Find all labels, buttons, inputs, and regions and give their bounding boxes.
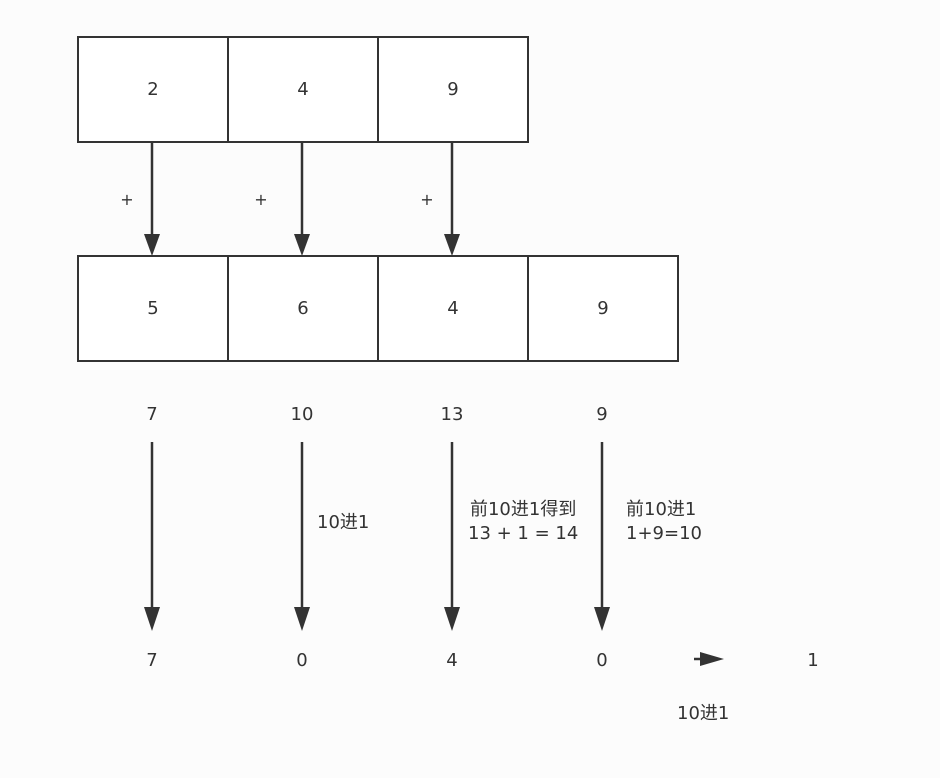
second-number-node-4: 9: [527, 255, 679, 362]
carry-note-col4: 前10进1 1+9=10: [626, 498, 702, 546]
node-value: 4: [447, 298, 459, 319]
second-number-node-2: 6: [227, 255, 379, 362]
result-digit-4: 0: [596, 650, 608, 671]
final-carry-note: 10进1: [677, 702, 729, 726]
plus-sign-col3: +: [420, 190, 434, 209]
carry-note-col2: 10进1: [317, 511, 369, 535]
final-carry-digit: 1: [807, 650, 819, 671]
carry-note-col3: 前10进1得到 13 + 1 = 14: [468, 498, 578, 546]
arrow-first-to-second-col3: [444, 143, 460, 256]
arrow-first-to-second-col1: [144, 143, 160, 256]
second-number-node-1: 5: [77, 255, 229, 362]
first-number-node-3: 9: [377, 36, 529, 143]
final-carry-note-text: 10进1: [677, 703, 730, 724]
first-number-node-1: 2: [77, 36, 229, 143]
result-digit-3: 4: [446, 650, 458, 671]
node-value: 6: [297, 298, 309, 319]
carry-note-text: 10进1: [317, 512, 370, 533]
carry-note-line2: 1+9=10: [626, 523, 702, 544]
arrow-final-carry: [694, 652, 724, 666]
column-sum-4: 9: [596, 404, 608, 425]
node-value: 9: [447, 79, 459, 100]
node-value: 9: [597, 298, 609, 319]
arrow-sum-to-result-col4: [594, 442, 610, 631]
node-value: 2: [147, 79, 159, 100]
second-number-node-3: 4: [377, 255, 529, 362]
arrow-sum-to-result-col3: [444, 442, 460, 631]
column-sum-1: 7: [146, 404, 158, 425]
plus-sign-col2: +: [254, 190, 268, 209]
result-digit-2: 0: [296, 650, 308, 671]
arrow-first-to-second-col2: [294, 143, 310, 256]
carry-note-line2: 13 + 1 = 14: [468, 523, 579, 544]
column-sum-3: 13: [440, 404, 464, 425]
column-sum-2: 10: [290, 404, 314, 425]
result-digit-1: 7: [146, 650, 158, 671]
first-number-node-2: 4: [227, 36, 379, 143]
plus-sign-col1: +: [120, 190, 134, 209]
carry-note-line1: 前10进1得到: [469, 499, 577, 520]
node-value: 5: [147, 298, 159, 319]
node-value: 4: [297, 79, 309, 100]
carry-note-line1: 前10进1: [626, 499, 697, 520]
arrow-sum-to-result-col1: [144, 442, 160, 631]
arrow-sum-to-result-col2: [294, 442, 310, 631]
